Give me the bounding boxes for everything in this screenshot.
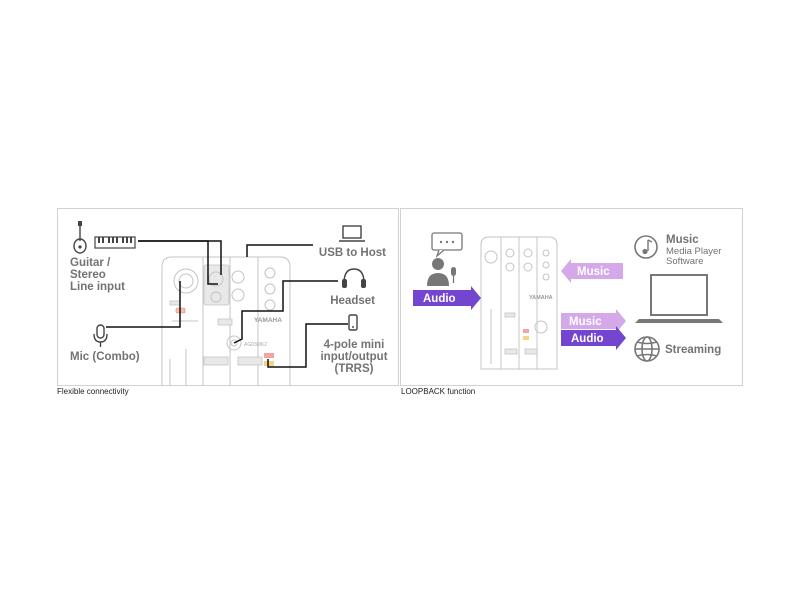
keyboard-icon (94, 236, 136, 249)
usb-label: USB to Host (319, 247, 386, 259)
globe-icon (634, 336, 660, 362)
caption-loopback: LOOPBACK function (401, 387, 476, 396)
mic-label: Mic (Combo) (70, 351, 140, 363)
guitar-icon (73, 221, 87, 254)
loopback-panel: YAMAHA Audio Music Music (400, 208, 743, 386)
arrow-music-out-label: Music (569, 316, 602, 328)
arrow-music-out: Music (561, 309, 626, 333)
mixer-device-loopback: YAMAHA (480, 236, 558, 370)
loopback-diagram: YAMAHA Audio Music Music (413, 232, 723, 370)
mixer-device: YAMAHA AG03MK2 (161, 256, 291, 385)
mic-icon (93, 324, 108, 347)
connectivity-diagram: YAMAHA AG03MK2 (70, 221, 388, 385)
guitar-label-line2: Stereo (70, 269, 106, 281)
cables (106, 240, 348, 368)
loopback-device-brand: YAMAHA (529, 295, 553, 301)
trrs-label-line1: 4-pole mini (324, 339, 385, 351)
person-chat-icon (427, 232, 463, 286)
arrow-audio-in: Audio (413, 286, 481, 310)
flexible-connectivity-panel: YAMAHA AG03MK2 (57, 208, 399, 386)
smartphone-icon (348, 314, 358, 331)
device-brand: YAMAHA (254, 317, 282, 324)
caption-flexible-connectivity: Flexible connectivity (57, 387, 129, 396)
arrow-audio-out: Audio (561, 326, 626, 350)
app-music-subtitle-line1: Media Player (666, 246, 721, 257)
app-music-subtitle-line2: Software (666, 256, 704, 267)
streaming-label: Streaming (665, 344, 721, 356)
laptop-icon (339, 225, 365, 242)
device-model: AG03MK2 (244, 342, 267, 348)
laptop-icon (635, 274, 723, 323)
guitar-label-line1: Guitar / (70, 257, 111, 269)
headset-label: Headset (330, 295, 375, 307)
app-music-title: Music (666, 234, 699, 246)
arrow-music-in: Music (561, 259, 623, 283)
headphones-icon (342, 268, 366, 288)
arrow-music-in-label: Music (577, 266, 610, 278)
trrs-label-line2: input/output (320, 351, 387, 363)
guitar-label-line3: Line input (70, 281, 125, 293)
arrow-audio-in-label: Audio (423, 293, 456, 305)
arrow-audio-out-label: Audio (571, 333, 604, 345)
trrs-label-line3: (TRRS) (335, 363, 374, 375)
music-note-icon (634, 235, 658, 259)
